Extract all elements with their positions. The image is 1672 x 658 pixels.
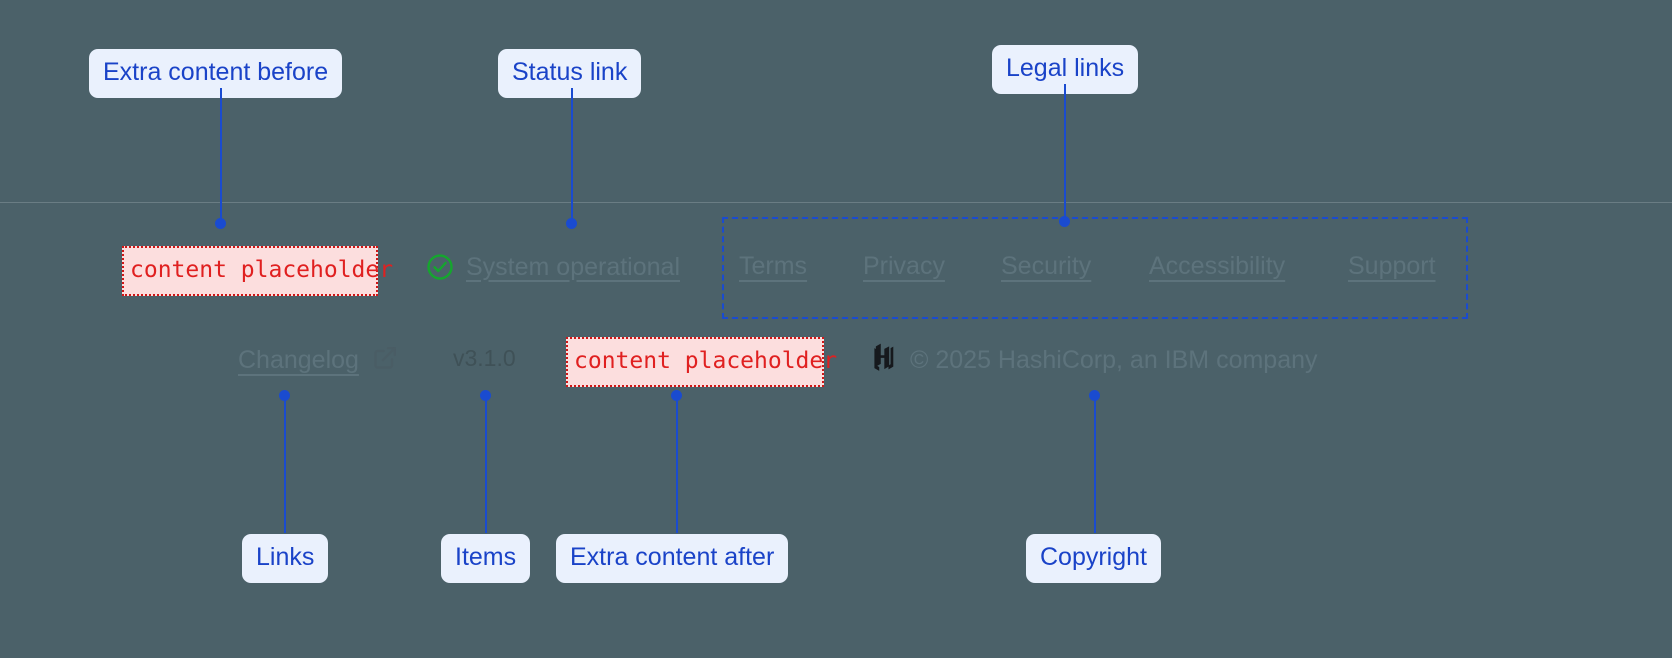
legal-links-highlight-box (722, 217, 1468, 319)
hashicorp-logo (869, 343, 896, 378)
copyright-text: © 2025 HashiCorp, an IBM company (910, 346, 1318, 374)
callout-extra-content-before: Extra content before (89, 49, 343, 98)
legal-link-privacy[interactable]: Privacy (863, 252, 945, 280)
external-link-icon (371, 344, 399, 377)
connector-dot-legal-links (1059, 216, 1070, 227)
version-text: v3.1.0 (453, 345, 516, 371)
connector-dot-extra-content-before (215, 218, 226, 229)
connector-copyright (1094, 395, 1096, 533)
status-link[interactable]: System operational (425, 252, 680, 282)
extra-content-after-placeholder: content placeholder (566, 337, 837, 387)
status-link-label: System operational (466, 252, 681, 281)
legal-link-security[interactable]: Security (1001, 252, 1092, 280)
connector-extra-content-after (676, 395, 678, 533)
callout-status-link: Status link (498, 49, 642, 98)
connector-dot-status-link (566, 218, 577, 229)
changelog-label: Changelog (238, 346, 359, 374)
callout-copyright: Copyright (1026, 534, 1161, 583)
connector-items (485, 395, 487, 533)
extra-content-before-placeholder: content placeholder (122, 246, 393, 296)
copyright-group: © 2025 HashiCorp, an IBM company (869, 343, 1318, 378)
check-circle-icon (425, 252, 455, 282)
legal-link-accessibility[interactable]: Accessibility (1149, 252, 1286, 280)
connector-status-link (571, 88, 573, 226)
connector-links (284, 395, 286, 533)
legal-link-support[interactable]: Support (1348, 252, 1436, 280)
connector-extra-content-before (220, 88, 222, 226)
changelog-link[interactable]: Changelog (238, 344, 399, 377)
footer-surface (0, 202, 1672, 447)
callout-extra-content-after: Extra content after (556, 534, 789, 583)
callout-items: Items (441, 534, 531, 583)
connector-legal-links (1064, 84, 1066, 222)
callout-links: Links (242, 534, 329, 583)
legal-link-terms[interactable]: Terms (739, 252, 808, 280)
